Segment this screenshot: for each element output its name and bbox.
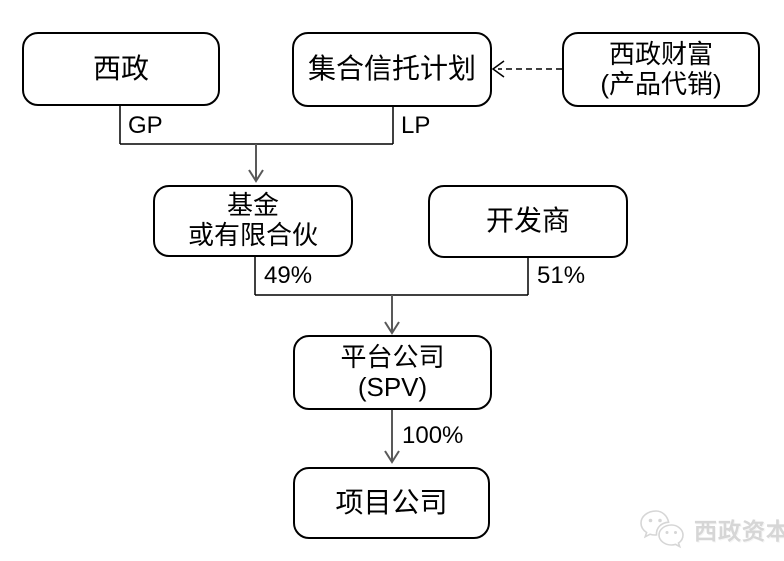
brand-watermark: 西政资本	[638, 508, 784, 550]
node-xizheng-wealth: 西政财富 (产品代销)	[562, 32, 760, 107]
edge-label-developer-share: 51%	[537, 262, 586, 289]
edge-dashed-wealth-to-trust-head	[491, 60, 505, 78]
node-xizheng-label: 西政	[92, 52, 149, 84]
edge-label-lp: LP	[401, 112, 431, 139]
wechat-icon	[640, 510, 684, 549]
node-fund-sublabel: 或有限合伙	[187, 220, 318, 250]
node-developer: 开发商	[428, 185, 628, 258]
edge-label-fund-share: 49%	[264, 262, 313, 289]
edge-arrow-to-project-head	[384, 450, 400, 464]
node-trust-plan: 集合信托计划	[292, 32, 492, 107]
node-developer-label: 开发商	[485, 205, 570, 237]
node-xizheng-wealth-label: 西政财富	[608, 38, 713, 69]
edge-arrow-to-spv-head	[384, 321, 400, 335]
node-xizheng: 西政	[22, 32, 220, 106]
edge-arrow-to-fund-head	[248, 169, 264, 183]
node-project-company: 项目公司	[293, 467, 490, 539]
node-fund-label: 基金	[226, 190, 279, 221]
node-project-company-label: 项目公司	[335, 486, 448, 518]
node-spv: 平台公司 (SPV)	[293, 335, 492, 410]
node-spv-sublabel: (SPV)	[357, 371, 428, 402]
edge-label-gp: GP	[128, 112, 163, 139]
edge-label-spv-share: 100%	[402, 422, 464, 449]
node-spv-label: 平台公司	[340, 341, 445, 372]
node-xizheng-wealth-sublabel: (产品代销)	[600, 68, 722, 99]
brand-watermark-text: 西政资本	[694, 518, 784, 544]
node-fund: 基金 或有限合伙	[153, 185, 353, 257]
node-trust-plan-label: 集合信托计划	[307, 53, 476, 85]
